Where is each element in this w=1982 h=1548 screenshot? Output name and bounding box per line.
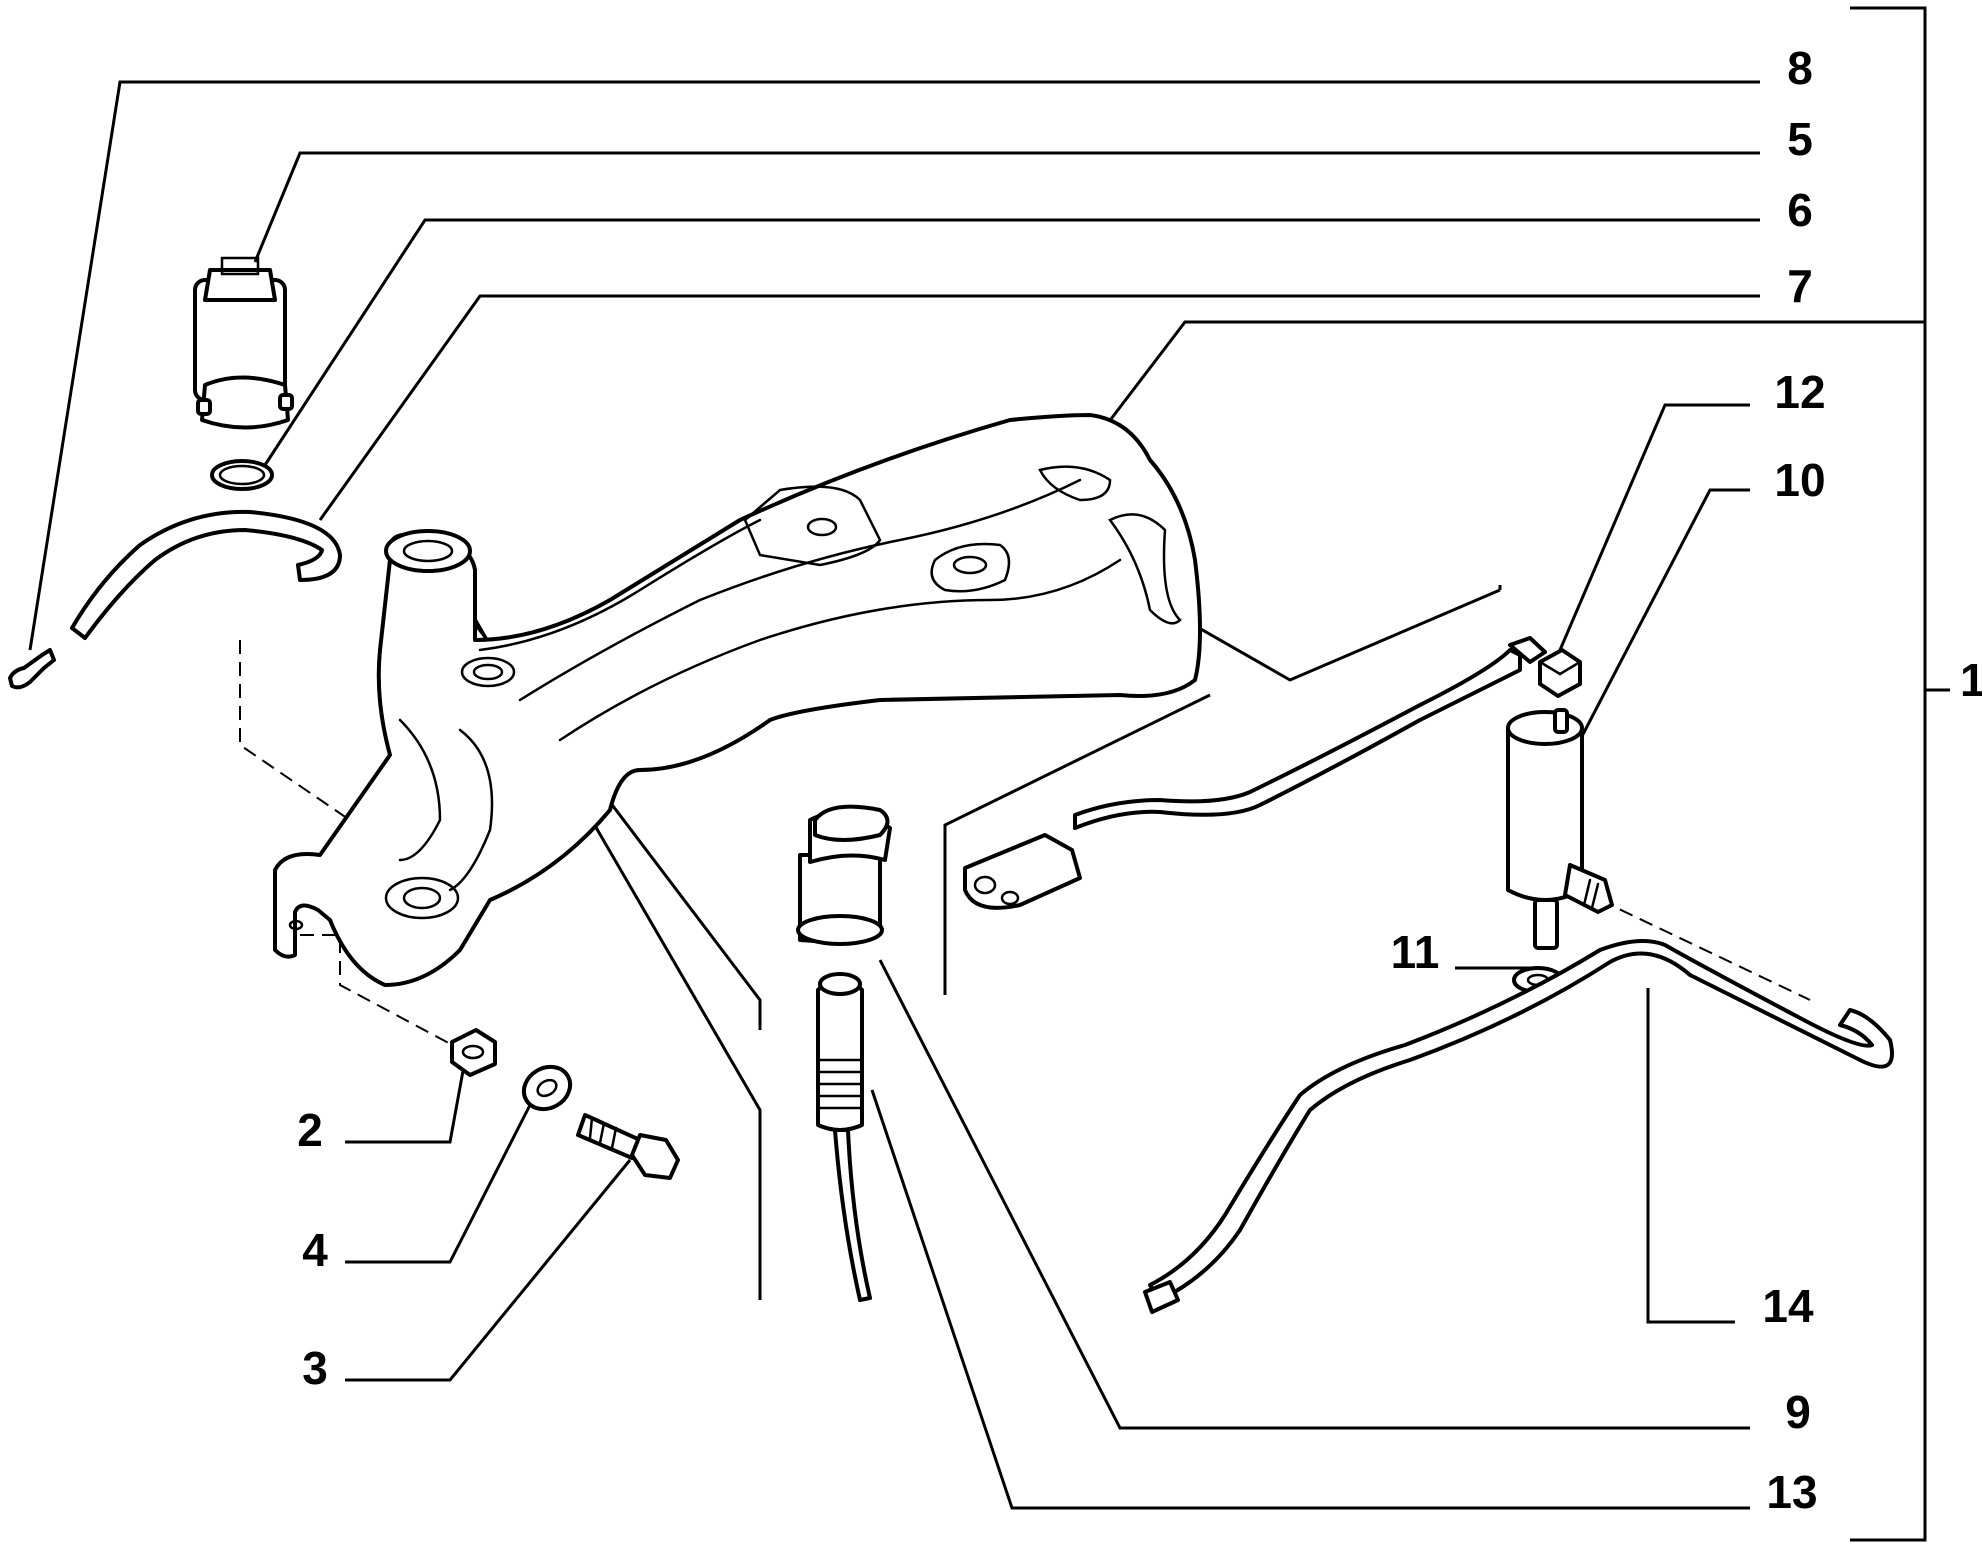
nut-part-2	[450, 1028, 497, 1077]
callout-9: 9	[1785, 1386, 1811, 1438]
washer-pump-part-10	[1506, 708, 1614, 950]
callout-3: 3	[302, 1342, 328, 1394]
reservoir-tank	[273, 413, 1202, 987]
nozzle-part-8	[8, 648, 56, 690]
callout-11: 11	[1391, 926, 1440, 978]
connector-part-12	[1538, 648, 1582, 698]
callout-12: 12	[1774, 366, 1825, 418]
callout-4: 4	[302, 1224, 328, 1276]
callout-5: 5	[1787, 113, 1813, 165]
wiring-harness	[963, 636, 1547, 910]
seal-ring-part-6	[210, 459, 274, 491]
callout-7: 7	[1787, 260, 1813, 312]
leader-lines	[28, 80, 1925, 1510]
hose-part-14	[1143, 939, 1894, 1314]
callout-8: 8	[1787, 42, 1813, 94]
callout-6: 6	[1787, 184, 1813, 236]
callout-1: 1	[1960, 654, 1982, 706]
callout-labels: 8 5 6 7 12 10 1 11 2 4 3 14 9 13	[297, 42, 1982, 1518]
washer-part-4	[521, 1064, 573, 1112]
bolt-part-3	[576, 1113, 680, 1180]
hose-part-7	[70, 509, 342, 640]
callout-10: 10	[1774, 454, 1825, 506]
callout-2: 2	[297, 1104, 323, 1156]
callout-13: 13	[1766, 1466, 1817, 1518]
callout-14: 14	[1762, 1280, 1814, 1332]
pump-part-5	[193, 256, 294, 430]
assembly-bracket	[1850, 6, 1950, 1542]
level-sensor-part-13	[816, 972, 872, 1302]
filler-neck-part-9	[796, 804, 892, 946]
